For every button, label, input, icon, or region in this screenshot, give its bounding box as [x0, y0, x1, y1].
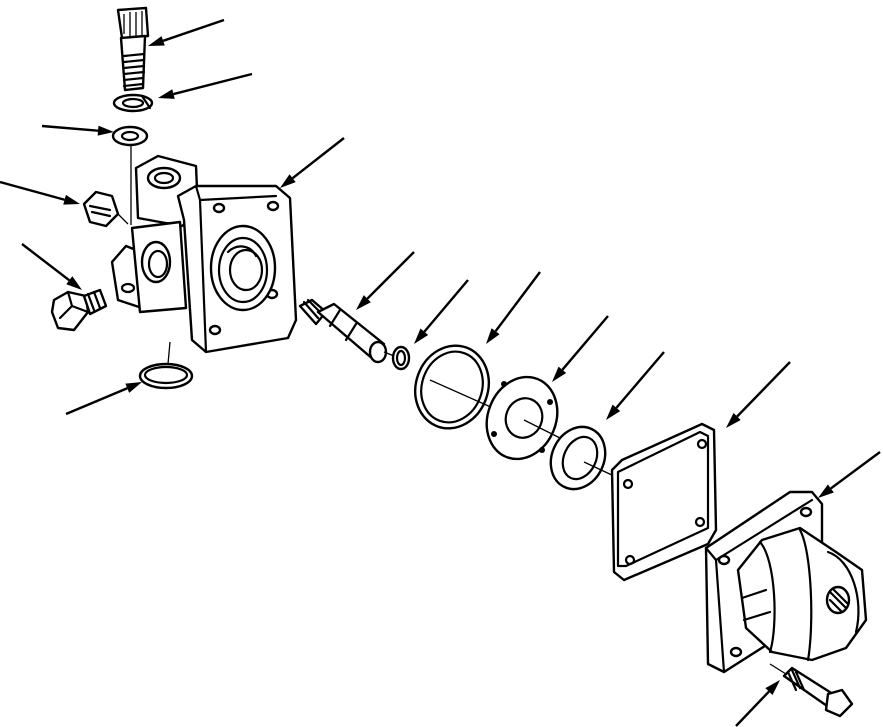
leader-plate	[561, 315, 609, 371]
arrowhead-gasket	[726, 413, 741, 428]
leader-valve-body	[291, 137, 345, 180]
arrowhead-flat-washer	[97, 125, 114, 136]
large-o-ring	[414, 344, 521, 430]
arrowhead-plate	[552, 366, 567, 382]
actuator-cover	[704, 490, 868, 674]
leader-o-ring	[65, 387, 128, 416]
arrowhead-plug	[63, 194, 80, 205]
flat-washer	[111, 125, 149, 147]
leader-plug	[0, 180, 65, 201]
cap-screw	[116, 6, 150, 92]
leader-flat-washer	[41, 124, 99, 132]
spring-washer	[112, 93, 154, 113]
gasket	[610, 422, 718, 582]
leader-spring-washer	[173, 72, 253, 96]
arrowhead-cap-screw	[148, 36, 165, 46]
leader-actuator-cover	[830, 451, 881, 490]
leader-valve-spool	[366, 251, 415, 300]
arrowhead-bolt	[66, 276, 82, 290]
bolt	[50, 288, 108, 332]
plate	[485, 375, 561, 461]
leader-large-o-ring	[494, 271, 541, 332]
small-o-ring	[391, 345, 411, 371]
arrowhead-mounting-bolt	[765, 680, 780, 696]
callout-leaders	[0, 18, 881, 727]
mounting-bolt	[769, 663, 854, 718]
leader-mounting-bolt	[735, 690, 770, 727]
arrowhead-valve-spool	[356, 295, 371, 310]
arrowhead-spring-washer	[158, 89, 175, 99]
arrowhead-actuator-cover	[818, 484, 834, 498]
leader-seal-ring	[615, 351, 665, 409]
leader-bolt	[21, 243, 71, 282]
plug	[82, 190, 129, 228]
o-ring	[138, 341, 194, 390]
arrowhead-o-ring	[125, 382, 142, 393]
seal-ring	[549, 425, 615, 491]
leader-cap-screw	[162, 18, 225, 42]
valve-spool	[298, 298, 395, 364]
leader-small-o-ring	[423, 279, 469, 333]
arrowhead-small-o-ring	[414, 328, 429, 344]
arrowhead-valve-body	[280, 174, 296, 188]
valve-body	[110, 154, 298, 354]
arrowhead-large-o-ring	[486, 328, 500, 344]
arrowhead-seal-ring	[606, 404, 621, 420]
leader-gasket	[736, 361, 791, 418]
